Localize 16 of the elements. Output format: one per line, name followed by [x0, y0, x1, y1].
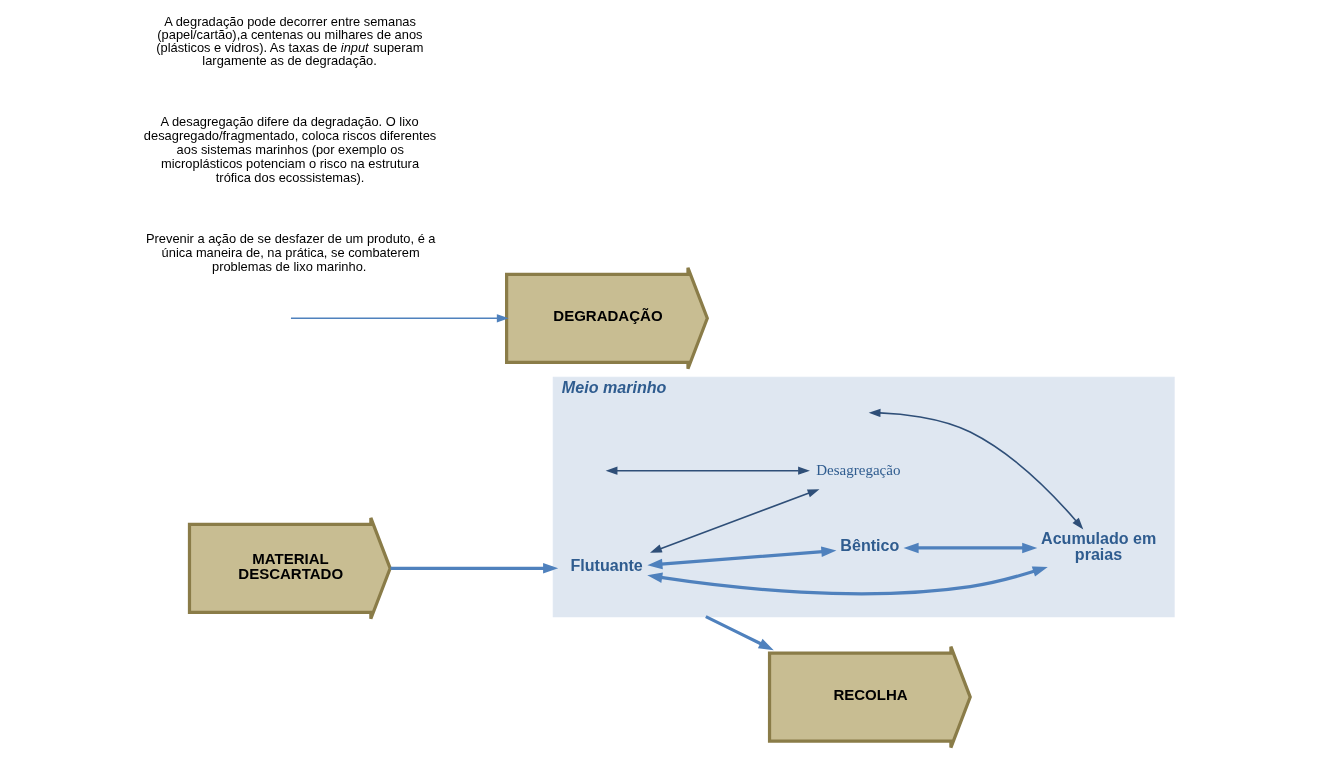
arrow — [605, 466, 810, 475]
label: Prevenir a ação de se desfazer de um produto, é a única maneira de, na prática, se combaterem problemas de lixo marinho. — [146, 231, 436, 275]
node-text: Acumulado em praias — [1041, 528, 1157, 563]
arrow — [647, 566, 1048, 596]
label: A degradação pode decorrer entre semanas (papel/cartão),a centenas ou milhares de anos (plásticos e vidros). As taxas de input superam largamente as de degradação. — [156, 13, 424, 68]
node-text: Desagregação — [816, 461, 901, 478]
arrow — [647, 546, 837, 570]
label: A desagregação difere da degradação. O lixo desagregado/fragmentado, coloca riscos diferentes aos sistemas marinhos (por exemplo os microplásticos potenciam o risco na estrutura trófica dos ecossistemas). — [143, 114, 437, 186]
node-text: Bêntico — [840, 535, 900, 554]
arrow — [868, 408, 1084, 530]
arrow — [705, 615, 774, 651]
node-text: Flutuante — [570, 556, 643, 575]
arrow — [649, 489, 820, 553]
arrow — [390, 563, 559, 574]
arrow — [290, 314, 509, 323]
arrow — [903, 542, 1038, 554]
